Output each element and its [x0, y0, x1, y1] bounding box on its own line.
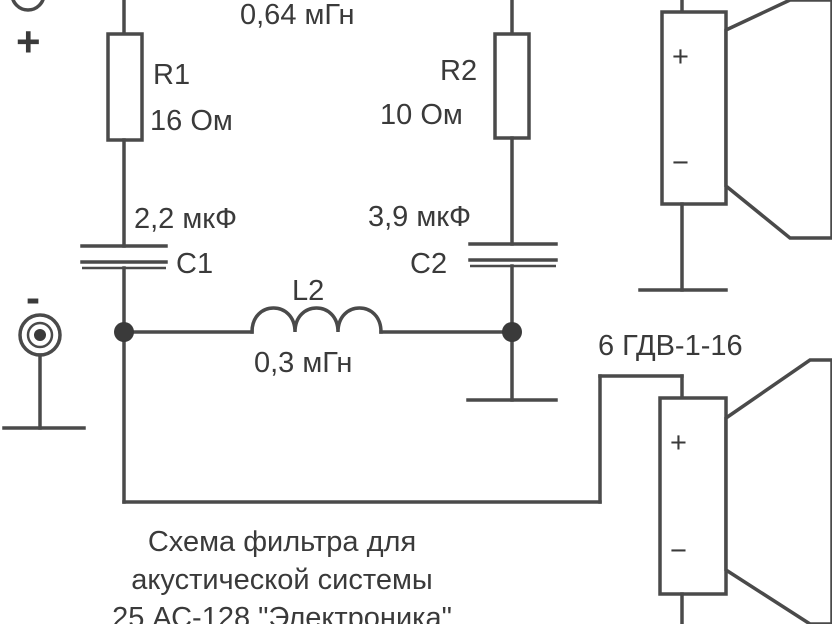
speaker-bottom	[658, 358, 832, 624]
c1-value: 2,2 мкФ	[134, 203, 237, 235]
minus-terminal	[18, 313, 62, 357]
c2-value: 3,9 мкФ	[368, 201, 471, 233]
junction-left	[114, 322, 134, 342]
junction-right	[502, 322, 522, 342]
speaker-bottom-minus: −	[670, 535, 687, 567]
r1-name: R1	[153, 59, 190, 91]
speaker-bottom-plus: +	[670, 427, 687, 459]
resistor-r2	[493, 32, 531, 140]
minus-sign: -	[26, 274, 40, 321]
speaker-top	[660, 0, 832, 240]
c2-name: C2	[410, 248, 447, 280]
r1-value: 16 Ом	[150, 105, 233, 137]
l2-name: L2	[292, 275, 324, 307]
caption-line-2: акустической системы	[131, 564, 433, 596]
r2-name: R2	[440, 55, 477, 87]
speaker-top-minus: −	[672, 147, 689, 179]
resistor-r1	[106, 32, 144, 142]
speaker-top-plus: +	[672, 41, 689, 73]
capacitor-c2	[468, 242, 558, 268]
c1-name: C1	[176, 248, 213, 280]
l2-value: 0,3 мГн	[254, 347, 352, 379]
caption-line-3: 25 АС-128 "Электроника"	[112, 602, 452, 624]
l1-value: 0,64 мГн	[240, 0, 355, 31]
inductor-l2	[250, 306, 383, 334]
capacitor-c1	[80, 244, 168, 270]
r2-value: 10 Ом	[380, 99, 463, 131]
speaker-bottom-name: 6 ГДВ-1-16	[598, 330, 743, 362]
plus-sign: +	[16, 18, 41, 65]
plus-terminal	[11, 0, 45, 12]
caption-line-1: Схема фильтра для	[148, 526, 416, 558]
